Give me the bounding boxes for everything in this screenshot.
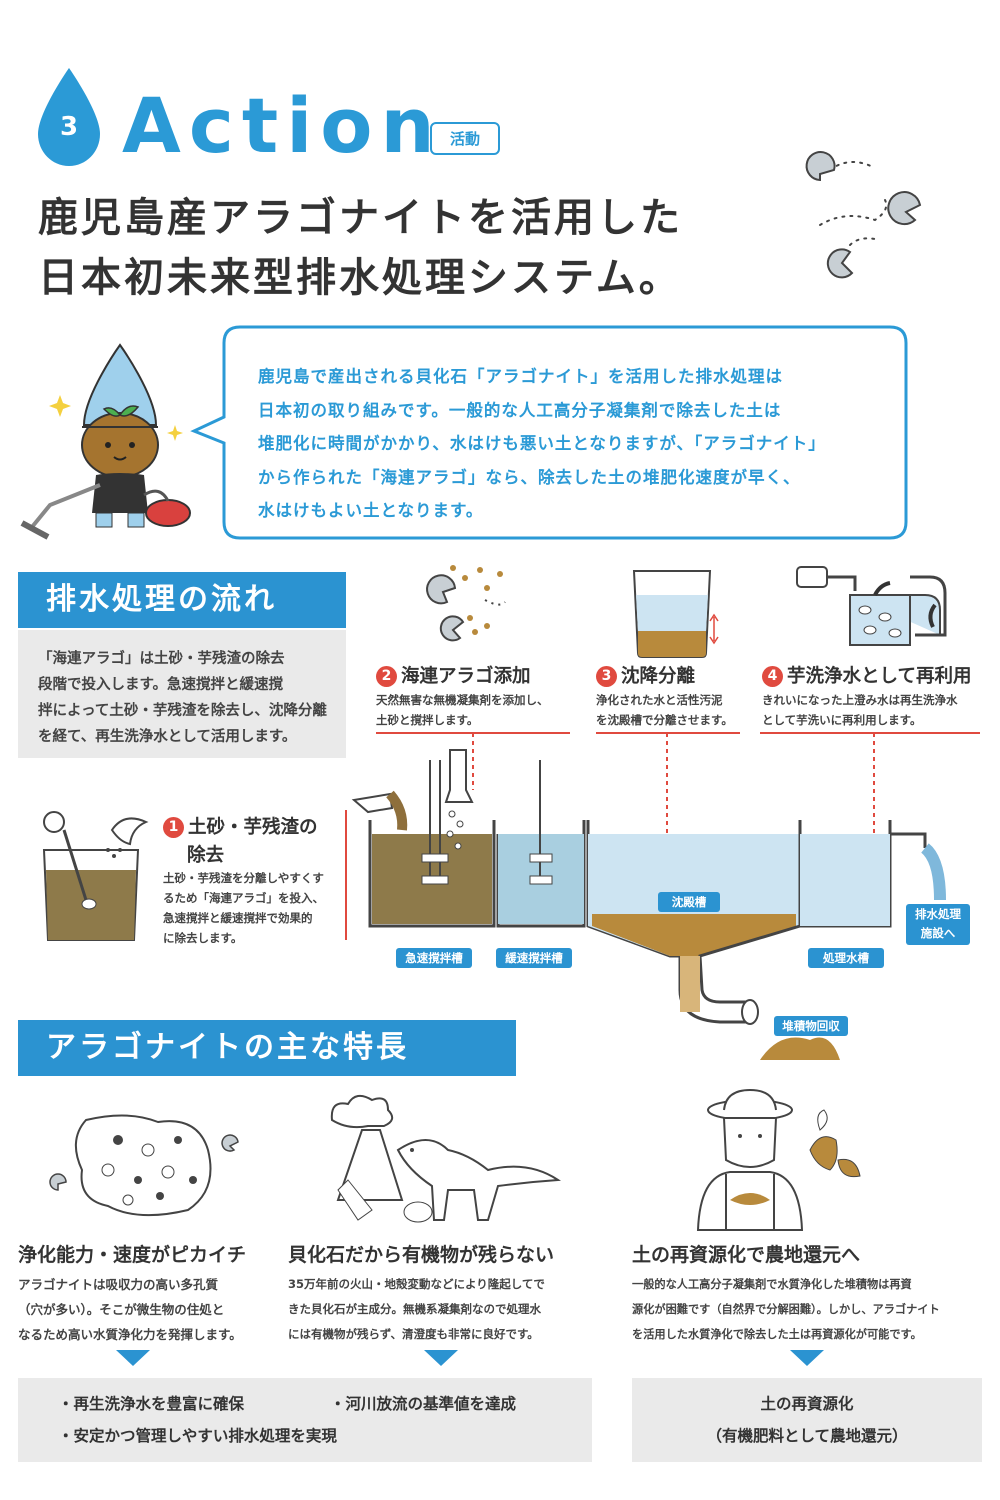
features-section-title: アラゴナイトの主な特長 (18, 1020, 516, 1076)
desc-line: 一般的な人工高分子凝集剤で水質浄化した堆積物は再資 (632, 1278, 912, 1291)
porous-stone-icon (49, 1114, 239, 1217)
pacman-particle-icon (805, 151, 922, 279)
bubble-text: 鹿児島で産出される貝化石「アラゴナイト」を活用した排水処理は 日本初の取り組みで… (258, 360, 878, 528)
pacman-particle-icon (426, 565, 506, 642)
step-3-number: 3 (596, 666, 617, 687)
desc-line: 35万年前の火山・地殻変動などにより隆起してで (288, 1277, 545, 1291)
desc-line: を活用した水質浄化で除去した土は再資源化が可能です。 (632, 1328, 922, 1341)
headline-line1: 鹿児島産アラゴナイトを活用した (38, 195, 683, 241)
result-item: ・再生洗浄水を豊富に確保 (58, 1395, 245, 1413)
facility-line: 排水処理 (915, 907, 961, 921)
feature-2-desc: 35万年前の火山・地殻変動などにより隆起してで きた貝化石が主成分。無機系凝集剤… (288, 1272, 545, 1347)
step-1-number: 1 (163, 817, 184, 838)
desc-line: を沈殿槽で分離させます。 (596, 713, 733, 727)
feature-2-title: 貝化石だから有機物が残らない (288, 1244, 555, 1266)
bubble-line: 日本初の取り組みです。一般的な人工高分子凝集剤で除去した土は (258, 400, 782, 420)
farmer-icon (696, 1088, 861, 1231)
desc-line: きれいになった上澄み水は再生洗浄水 (762, 693, 958, 707)
beaker-icon (632, 570, 719, 658)
bubble-line: 堆肥化に時間がかかり、水はけも悪い土となりますが、「アラゴナイト」 (258, 434, 826, 453)
result-title: 土の再資源化 (760, 1395, 854, 1413)
feature-3-title: 土の再資源化で農地還元へ (632, 1244, 861, 1266)
desc-line: なるため高い水質浄化力を発揮します。 (18, 1327, 242, 1342)
sediment-label: 堆積物回収 (774, 1016, 848, 1036)
step-2-desc: 天然無害な無機凝集剤を添加し、 土砂と撹拌します。 (376, 690, 549, 730)
result-item: ・河川放流の基準値を達成 (330, 1395, 517, 1413)
rapid-tank-label: 急速撹拌槽 (396, 948, 472, 968)
step-3-label: 沈降分離 (621, 666, 696, 687)
beaker-icon (42, 811, 149, 941)
flow-section-title: 排水処理の流れ (18, 572, 346, 628)
result-item: ・安定かつ管理しやすい排水処理を実現 (58, 1427, 337, 1445)
step-4-number: 4 (762, 666, 783, 687)
flow-intro-text: 「海連アラゴ」は土砂・芋残渣の除去 段階で投入します。急速撹拌と緩速撹 拌によっ… (38, 646, 338, 750)
intro-line: 段階で投入します。急速撹拌と緩速撹 (38, 677, 284, 693)
desc-line: アラゴナイトは吸収力の高い多孔質 (18, 1277, 219, 1292)
desc-line: るため「海連アラゴ」を投入、 (163, 891, 324, 905)
desc-line: （穴が多い）。そこが微生物の住処と (18, 1302, 225, 1317)
desc-line: には有機物が残らず、清澄度も非常に良好です。 (288, 1327, 539, 1341)
result-subtitle: （有機肥料として農地還元） (706, 1427, 908, 1445)
bubble-line: 水はけもよい土となります。 (258, 501, 484, 520)
to-facility-label: 排水処理 施設へ (906, 904, 970, 945)
flow-intro-box (18, 630, 346, 758)
faucet-icon (796, 566, 947, 646)
results-right-box (632, 1378, 982, 1462)
feature-1-desc: アラゴナイトは吸収力の高い多孔質 （穴が多い）。そこが微生物の住処と なるため高… (18, 1272, 242, 1347)
step-4-label: 芋洗浄水として再利用 (787, 666, 972, 687)
arrow-down-icon (424, 1350, 458, 1366)
step-2-number: 2 (376, 666, 397, 687)
arrow-down-icon (116, 1350, 150, 1366)
water-drop-icon (38, 68, 100, 166)
step-1-label: 土砂・芋残渣の (188, 817, 318, 838)
desc-line: として芋洗いに再利用します。 (762, 713, 922, 727)
action-title: Action (122, 81, 443, 170)
action-badge: 活動 (430, 122, 501, 155)
headline-line2: 日本初未来型排水処理システム。 (38, 255, 682, 301)
step-2-label: 海連アラゴ添加 (401, 666, 531, 687)
feature-3-desc: 一般的な人工高分子凝集剤で水質浄化した堆積物は再資 源化が困難です（自然界で分解… (632, 1272, 940, 1347)
speech-bubble (190, 325, 908, 540)
step-1-label-line2: 除去 (187, 845, 225, 866)
desc-line: 土砂・芋残渣を分離しやすくす (163, 871, 324, 885)
desc-line: きた貝化石が主成分。無機系凝集剤なので処理水 (288, 1302, 541, 1316)
feature-1-title: 浄化能力・速度がピカイチ (18, 1244, 247, 1266)
intro-line: 「海連アラゴ」は土砂・芋残渣の除去 (38, 651, 285, 667)
mascot-drop-character (20, 343, 191, 540)
results-left-box (18, 1378, 592, 1462)
bubble-line: 鹿児島で産出される貝化石「アラゴナイト」を活用した排水処理は (258, 367, 783, 386)
step-3-desc: 浄化された水と活性汚泥 を沈殿槽で分離させます。 (596, 690, 733, 730)
slow-tank-label: 緩速撹拌槽 (496, 948, 572, 968)
desc-line: 土砂と撹拌します。 (376, 713, 479, 727)
intro-line: を経て、再生洗浄水として活用します。 (38, 729, 297, 745)
settling-tank-label: 沈殿槽 (658, 892, 720, 912)
desc-line: 源化が困難です（自然界で分解困難）。しかし、アラゴナイト (632, 1303, 940, 1316)
desc-line: 天然無害な無機凝集剤を添加し、 (376, 693, 549, 707)
volcano-dinosaur-icon (330, 1094, 562, 1223)
section-number: 3 (59, 112, 79, 142)
step-1-desc: 土砂・芋残渣を分離しやすくす るため「海連アラゴ」を投入、 急速撹拌と緩速撹拌で… (163, 868, 324, 948)
facility-line: 施設へ (920, 926, 956, 940)
desc-line: 浄化された水と活性汚泥 (596, 693, 723, 707)
intro-line: 拌によって土砂・芋残渣を除去し、沈降分離 (38, 703, 327, 719)
desc-line: に除去します。 (163, 931, 243, 945)
bubble-line: から作られた「海連アラゴ」なら、除去した土の堆肥化速度が早く、 (258, 467, 801, 487)
treated-tank-label: 処理水槽 (808, 948, 884, 968)
step-4-desc: きれいになった上澄み水は再生洗浄水 として芋洗いに再利用します。 (762, 690, 958, 730)
desc-line: 急速撹拌と緩速撹拌で効果的 (163, 911, 313, 925)
arrow-down-icon (790, 1350, 824, 1366)
